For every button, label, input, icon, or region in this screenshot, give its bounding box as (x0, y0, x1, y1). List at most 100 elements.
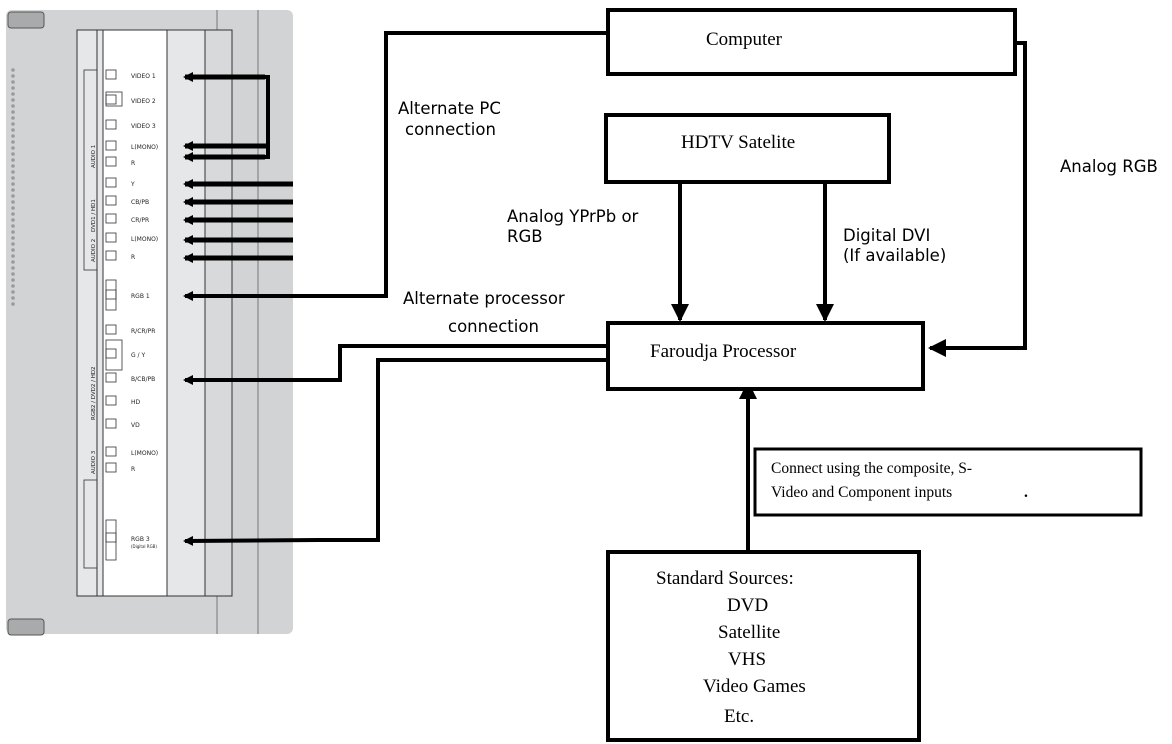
port-label-audio1-r: R (131, 160, 135, 167)
port-labels: VIDEO 1 VIDEO 2 VIDEO 3 L(MONO) R Y CB/P… (130, 73, 158, 549)
vent-dot (11, 128, 15, 132)
vent-dot (11, 248, 15, 252)
port-connector (105, 279, 117, 311)
source-vhs: VHS (728, 649, 766, 670)
vent-dot (11, 176, 15, 180)
vent-dot (11, 302, 15, 306)
vent-dot (11, 86, 15, 90)
note-period: . (1024, 484, 1028, 501)
vent-dot (11, 140, 15, 144)
port-label-audio3-r: R (131, 466, 135, 473)
port-label-y: Y (130, 181, 135, 188)
port-jack (105, 69, 117, 80)
port-jack (105, 177, 117, 188)
digital-dvi-label-line2: (If available) (843, 246, 946, 265)
vent-dot (11, 182, 15, 186)
alt-pc-label-line2: connection (405, 120, 496, 139)
port-label-cbpb: CB/PB (131, 199, 149, 206)
port-label-audio1-l: L(MONO) (131, 144, 158, 151)
vent-dot (11, 230, 15, 234)
terminal-rail (204, 29, 233, 597)
hdtv-box (604, 113, 891, 184)
port-jack (105, 372, 117, 383)
port-jack (105, 156, 117, 167)
vent-dot (11, 224, 15, 228)
connector-processor-to-rgb3 (183, 358, 608, 546)
connection-labels: Alternate PC connection Analog RGB Analo… (398, 99, 1158, 336)
sources-title: Standard Sources: (656, 568, 794, 589)
sources-box (606, 550, 921, 742)
port-jack (105, 395, 117, 406)
vent-dot (11, 290, 15, 294)
vent-dot (11, 74, 15, 78)
vent-dot (11, 254, 15, 258)
port-jack (105, 446, 117, 457)
port-jack (105, 250, 117, 261)
group-label-audio3: AUDIO 3 (91, 450, 97, 474)
vent-dots (11, 68, 15, 306)
note-line-2: Video and Component inputs (771, 484, 952, 501)
alt-pc-label-line1: Alternate PC (398, 99, 501, 118)
analog-yprpb-label-line2: RGB (507, 227, 543, 246)
port-jack (105, 94, 117, 105)
terminal-plate (102, 29, 168, 597)
port-jack (105, 140, 117, 151)
vent-dot (11, 284, 15, 288)
connector-processor-to-rgb2 (183, 344, 608, 385)
port-jack (105, 462, 117, 473)
vent-dot (11, 152, 15, 156)
port-label-b-cb-pb: B/CB/PB (131, 376, 155, 383)
processor-box (606, 321, 925, 391)
port-label-rgb3-sub: (Digital RGB) (131, 544, 157, 549)
port-jacks (105, 69, 123, 561)
analog-rgb-label: Analog RGB (1060, 157, 1158, 176)
vent-dot (11, 194, 15, 198)
device-boxes: Computer HDTV Satelite Faroudja Processo… (604, 8, 1143, 742)
port-jack (105, 532, 117, 543)
panel-input-arrows (183, 72, 293, 263)
port-connector (105, 339, 123, 371)
group-labels: AUDIO 1 DVD1 / HD1 AUDIO 2 RGB2 / DVD2 /… (91, 145, 97, 474)
port-jack (105, 195, 117, 206)
vent-dot (11, 80, 15, 84)
source-video-games: Video Games (703, 676, 806, 697)
group-label-dvd1: DVD1 / HD1 (91, 199, 97, 232)
connector-computer-to-processor (928, 41, 1027, 357)
vent-dot (11, 212, 15, 216)
port-label-rgb1: RGB 1 (131, 293, 150, 300)
vent-dot (11, 266, 15, 270)
group-label-audio2: AUDIO 2 (91, 239, 97, 262)
vent-dot (11, 110, 15, 114)
port-connector (105, 519, 117, 561)
port-jack (105, 324, 117, 335)
vent-dot (11, 200, 15, 204)
vent-dot (11, 296, 15, 300)
port-label-video2: VIDEO 2 (131, 98, 156, 105)
port-label-r-cr-pr: R/CR/PR (131, 328, 155, 335)
port-label-vd: VD (131, 422, 140, 429)
source-dvd: DVD (727, 595, 768, 616)
tv-back-panel: VIDEO 1 VIDEO 2 VIDEO 3 L(MONO) R Y CB/P… (6, 10, 293, 636)
panel-bottom-foot (7, 618, 45, 636)
port-jack (105, 213, 117, 224)
vent-dot (11, 278, 15, 282)
vent-dot (11, 206, 15, 210)
alt-processor-label-line1: Alternate processor (403, 289, 565, 308)
hdtv-label: HDTV Satelite (681, 132, 795, 153)
port-jack (105, 232, 117, 243)
vent-dot (11, 146, 15, 150)
port-jack (105, 119, 117, 130)
computer-label: Computer (706, 29, 783, 50)
port-label-crpr: CR/PR (131, 217, 149, 224)
group-label-rgb2: RGB2 / DVD2 / HD2 (91, 366, 97, 420)
vent-dot (11, 260, 15, 264)
vent-dot (11, 68, 15, 72)
port-label-video1: VIDEO 1 (131, 73, 156, 80)
vent-dot (11, 122, 15, 126)
vent-dot (11, 104, 15, 108)
vent-dot (11, 164, 15, 168)
vent-dot (11, 134, 15, 138)
port-connector (105, 91, 123, 107)
